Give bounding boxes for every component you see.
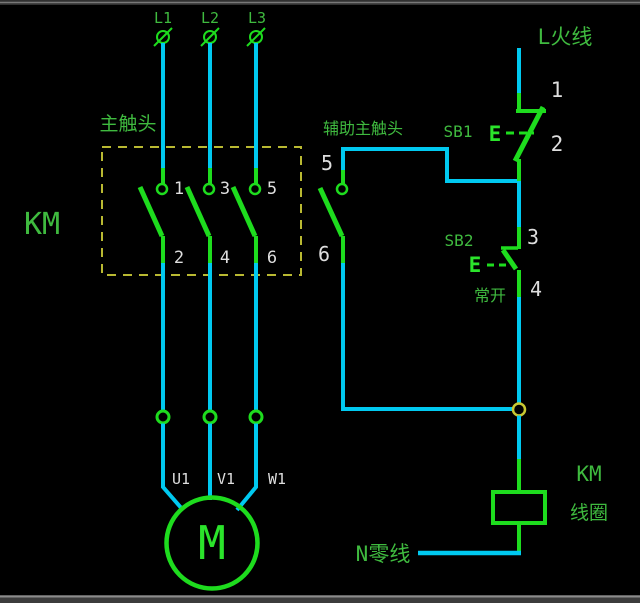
sb2-terminal-4-number: 4 <box>530 277 542 301</box>
terminal-number-5: 5 <box>267 179 277 199</box>
sb1-blade <box>512 105 546 163</box>
sb1-terminal-1-number: 1 <box>551 78 564 102</box>
terminal-number-6: 6 <box>267 248 277 268</box>
aux-contact-label: 辅助主触头 <box>323 119 403 138</box>
wire-w1-lead <box>235 423 258 512</box>
sb2-start-button: 3 SB2 E 4 常开 <box>445 181 542 404</box>
terminal-number-4: 4 <box>220 248 230 268</box>
motor-terminal-w1-label: W1 <box>268 470 286 488</box>
sb2-blade <box>500 248 519 271</box>
contact-terminal-circle-1 <box>155 182 169 196</box>
contact-terminal-circle-3 <box>202 182 216 196</box>
main-contacts-dashed-box <box>101 146 302 276</box>
contact-terminal-circle-5 <box>248 182 262 196</box>
main-contact-pole-2: 3 4 <box>184 43 230 500</box>
main-contact-pole-3: 5 6 <box>230 43 277 512</box>
terminal-number-1: 1 <box>174 179 184 199</box>
wire-aux-to-junction <box>341 263 513 411</box>
motor-symbol: M <box>198 516 226 570</box>
motor: U1 V1 W1 M <box>164 470 286 591</box>
aux-contact-terminal-circle <box>335 182 349 196</box>
wire-aux-top-link <box>341 147 517 183</box>
phase-l1-label: L1 <box>154 9 172 27</box>
km-contactor-label: KM <box>24 207 60 242</box>
phase-terminals: L1 L2 L3 <box>153 9 266 47</box>
motor-circle <box>164 495 260 591</box>
phase-l2-label: L2 <box>201 9 219 27</box>
bottom-frame-bar <box>0 595 640 603</box>
control-circuit-live: L火线 1 SB1 E 2 <box>444 25 593 181</box>
junction-node <box>511 402 527 417</box>
phase-l2-terminal-slash <box>200 27 220 47</box>
sb2-normally-open-note: 常开 <box>474 286 506 305</box>
main-contacts-label: 主触头 <box>99 113 156 135</box>
motor-terminal-circle-u <box>155 409 171 425</box>
sb1-pushbutton-actuator-icon: E <box>489 122 502 146</box>
phase-l1-terminal-slash <box>153 27 173 47</box>
sb1-terminal-2-number: 2 <box>551 132 564 156</box>
motor-terminal-v1-label: V1 <box>217 470 235 488</box>
phase-l3-terminal-slash <box>246 27 266 47</box>
phase-l3-label: L3 <box>248 9 266 27</box>
contact-blade-3 <box>230 185 258 238</box>
live-wire-label: L火线 <box>538 25 593 49</box>
motor-terminal-u1-label: U1 <box>172 470 190 488</box>
aux-contact-blade <box>317 186 345 238</box>
terminal-number-2: 2 <box>174 248 184 268</box>
sb2-label: SB2 <box>445 231 474 250</box>
motor-terminal-circle-w <box>248 409 264 425</box>
sb2-pushbutton-actuator-icon: E <box>469 253 482 277</box>
wire-u1-lead <box>161 423 185 512</box>
sb2-terminal-3-number: 3 <box>527 225 539 249</box>
aux-terminal-5-number: 5 <box>321 151 333 175</box>
aux-terminal-6-number: 6 <box>318 242 330 266</box>
terminal-number-3: 3 <box>220 179 230 199</box>
km-coil-symbol <box>491 490 547 525</box>
coil-km-label: KM <box>576 462 601 486</box>
main-contact-pole-1: 1 2 <box>137 43 185 512</box>
neutral-wire-label: N零线 <box>356 542 411 566</box>
sb1-label: SB1 <box>444 122 473 141</box>
coil-sublabel: 线圈 <box>570 502 608 524</box>
aux-contact-branch: 辅助主触头 5 6 <box>317 119 517 411</box>
coil-branch: KM 线圈 N零线 <box>356 415 608 566</box>
motor-terminal-circle-v <box>202 409 218 425</box>
contact-blade-1 <box>137 185 165 238</box>
contact-blade-2 <box>184 185 212 238</box>
